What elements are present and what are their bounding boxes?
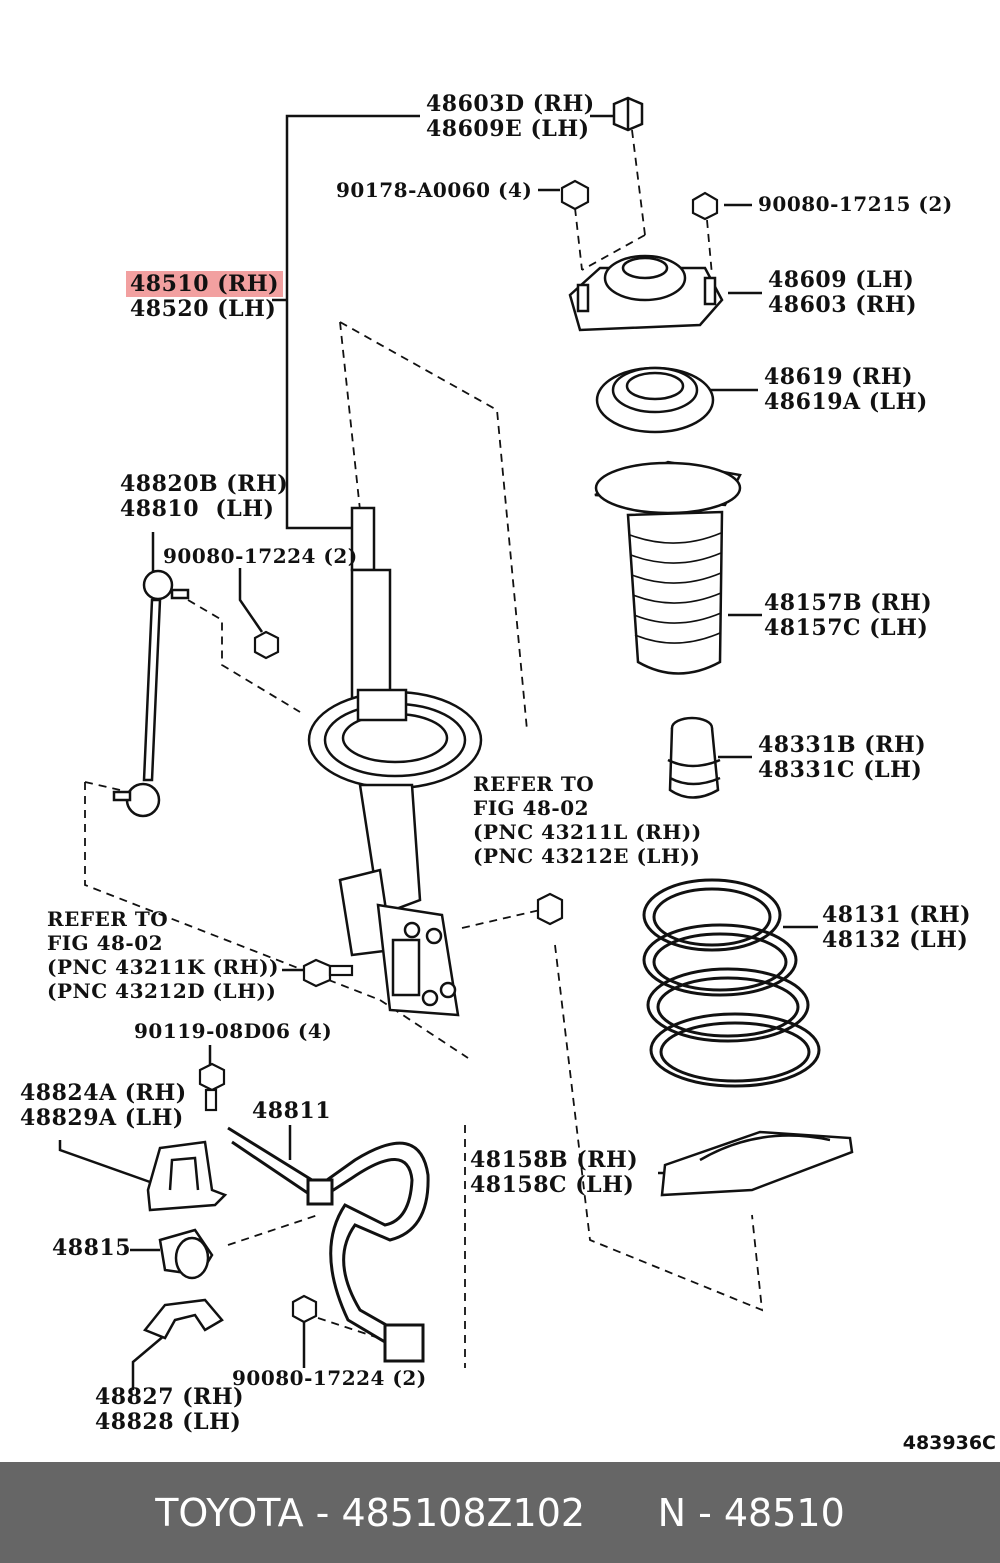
label-bracket: 48824A (RH) 48829A (LH) [20, 1080, 187, 1131]
label-link: 48820B (RH) 48810 (LH) [120, 471, 289, 522]
clamp-icon [142, 1298, 224, 1340]
label-bearing: 48619 (RH) 48619A (LH) [764, 364, 928, 415]
label-refer-right: REFER TO FIG 48-02 (PNC 43211L (RH)) (PN… [473, 772, 702, 868]
strut-assembly-icon [307, 506, 483, 1017]
spring-insulator-icon [660, 1130, 854, 1197]
nut-icon [253, 179, 719, 1324]
knuckle-bolt-icon [302, 958, 354, 988]
leader-strut [285, 114, 420, 530]
label-nut-a: 90178-A0060 (4) [336, 178, 533, 202]
stabilizer-bar-icon [227, 1126, 430, 1363]
stabilizer-link-icon [112, 569, 190, 818]
bearing-icon [595, 366, 715, 434]
label-nut-b: 90080-17215 (2) [758, 192, 953, 216]
coil-spring-icon [642, 878, 821, 1088]
label-bumper: 48331B (RH) 48331C (LH) [758, 732, 927, 783]
footer-bar: TOYOTA - 485108Z102 N - 48510 [0, 1462, 1000, 1563]
bump-stop-icon [667, 716, 721, 799]
label-stabilizer: 48811 [252, 1098, 332, 1124]
strut-support-icon [568, 254, 724, 332]
label-nut-c: 90080-17224 (2) [232, 1366, 427, 1390]
footer-pnc: 48510 [723, 1490, 845, 1535]
footer-pnc-prefix: N [657, 1490, 686, 1535]
label-link-nut: 90080-17224 (2) [163, 544, 358, 568]
footer-part-number: 485108Z102 [341, 1490, 586, 1535]
diagram-code: 483936C [902, 1432, 996, 1454]
label-bolt: 90119-08D06 (4) [134, 1019, 333, 1043]
top-nut-icon [612, 96, 644, 132]
label-spring: 48131 (RH) 48132 (LH) [822, 902, 972, 953]
bushing-icon [158, 1228, 214, 1280]
footer-brand: TOYOTA [155, 1490, 304, 1535]
label-clamp: 48827 (RH) 48828 (LH) [95, 1384, 245, 1435]
bracket-icon [146, 1140, 228, 1212]
highlighted-part-number[interactable]: 48510 (RH) [126, 271, 284, 297]
label-strut: 48510 (RH) 48520 (LH) [126, 271, 284, 322]
label-insulator: 48158B (RH) 48158C (LH) [470, 1147, 639, 1198]
label-support: 48609 (LH) 48603 (RH) [768, 267, 918, 318]
parts-diagram [58, 96, 854, 1390]
dust-boot-icon [594, 460, 742, 675]
label-bushing: 48815 [52, 1235, 132, 1261]
label-refer-left: REFER TO FIG 48-02 (PNC 43211K (RH)) (PN… [47, 907, 279, 1003]
label-boot: 48157B (RH) 48157C (LH) [764, 590, 933, 641]
label-top-nut: 48603D (RH) 48609E (LH) [426, 91, 595, 142]
bolt-icon [198, 1062, 226, 1112]
